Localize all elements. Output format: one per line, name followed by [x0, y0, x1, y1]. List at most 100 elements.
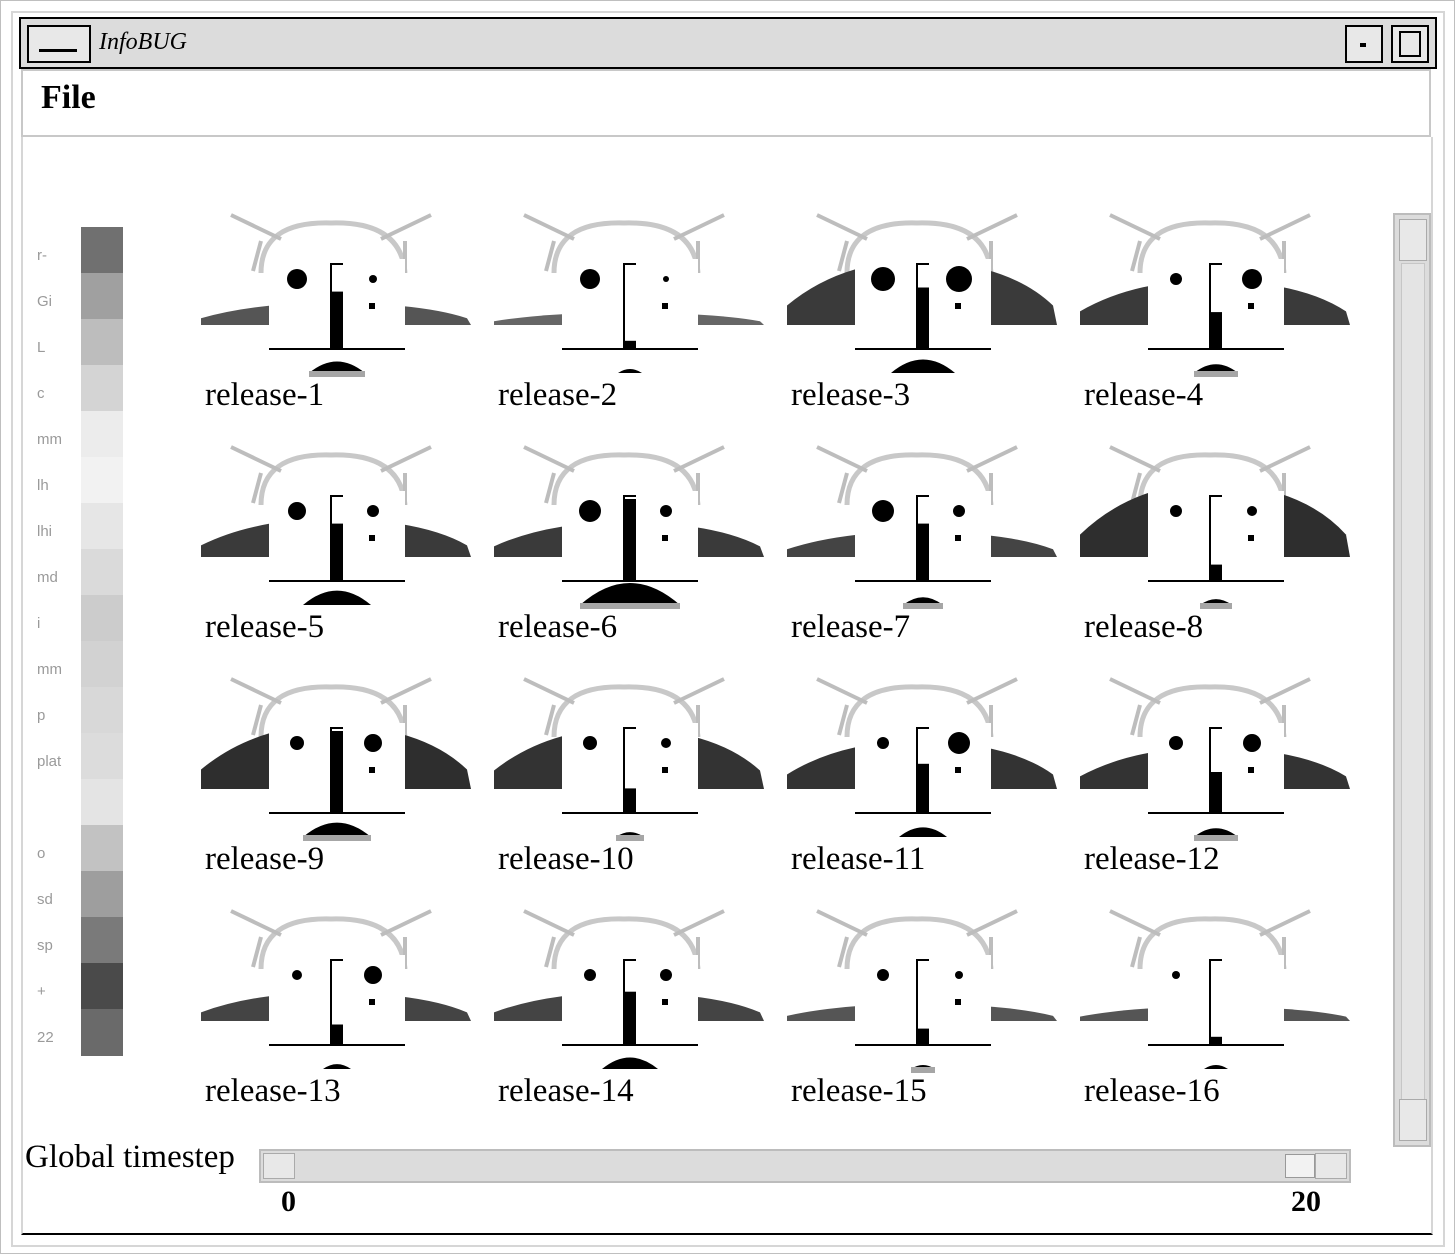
right-eye — [663, 276, 669, 282]
minimize-button[interactable] — [1345, 25, 1383, 63]
title-bar[interactable]: InfoBUG — [19, 17, 1437, 69]
right-dot — [369, 999, 375, 1005]
timestep-right-arrow[interactable] — [1315, 1153, 1347, 1179]
release-glyph[interactable]: release-12 — [1070, 665, 1360, 895]
release-glyph[interactable]: release-7 — [777, 433, 1067, 663]
timestep-slider-thumb[interactable] — [1285, 1154, 1315, 1178]
head — [1148, 955, 1284, 1045]
scroll-up-arrow[interactable] — [1399, 219, 1427, 261]
right-wing — [985, 747, 1057, 789]
beard-bar — [616, 835, 644, 841]
right-wing — [985, 1006, 1057, 1021]
right-eye — [660, 969, 672, 981]
legend-swatch — [81, 503, 123, 550]
color-legend — [81, 227, 123, 1056]
right-wing — [399, 733, 471, 789]
left-wing — [1080, 753, 1148, 789]
legend-swatch — [81, 963, 123, 1010]
beard — [891, 359, 955, 373]
release-name: release-3 — [791, 377, 911, 413]
right-dot — [1248, 535, 1254, 541]
metric-bar — [1210, 564, 1222, 581]
right-dot — [955, 535, 961, 541]
release-name: release-10 — [498, 841, 634, 877]
right-wing — [399, 305, 471, 325]
minimize-icon — [1360, 43, 1366, 47]
antenna-branches — [816, 213, 1018, 273]
legend-swatch — [81, 1009, 123, 1056]
bug-glyph — [787, 677, 1057, 837]
left-wing — [1080, 493, 1148, 557]
release-glyph[interactable]: release-1 — [191, 201, 481, 431]
beard — [1194, 828, 1238, 837]
release-glyph[interactable]: release-16 — [1070, 897, 1360, 1127]
legend-label: mm — [37, 431, 62, 448]
left-eye — [580, 269, 600, 289]
scroll-down-arrow[interactable] — [1399, 1099, 1427, 1141]
legend-label: sd — [37, 891, 53, 908]
right-dot — [369, 303, 375, 309]
right-eye — [367, 505, 379, 517]
release-name: release-12 — [1084, 841, 1220, 877]
legend-label: sp — [37, 937, 53, 954]
legend-swatch — [81, 595, 123, 642]
right-dot — [1248, 767, 1254, 773]
right-eye — [948, 732, 970, 754]
right-dot — [955, 303, 961, 309]
right-wing — [692, 736, 764, 789]
window-menu-button[interactable] — [27, 25, 91, 63]
release-glyph[interactable]: release-6 — [484, 433, 774, 663]
release-glyph[interactable]: release-11 — [777, 665, 1067, 895]
timestep-left-arrow[interactable] — [263, 1153, 295, 1179]
release-glyph[interactable]: release-13 — [191, 897, 481, 1127]
beard-bar — [580, 603, 680, 609]
metric-bar — [917, 523, 929, 581]
antenna-arc — [551, 684, 701, 738]
antenna-branches — [1109, 213, 1311, 273]
vertical-scroll-thumb[interactable] — [1401, 263, 1425, 1125]
antenna-arc — [1137, 452, 1287, 506]
metric-bar — [624, 991, 636, 1045]
release-glyph[interactable]: release-2 — [484, 201, 774, 431]
right-dot — [369, 767, 375, 773]
release-glyph[interactable]: release-4 — [1070, 201, 1360, 431]
release-glyph[interactable]: release-9 — [191, 665, 481, 895]
release-glyph[interactable]: release-15 — [777, 897, 1067, 1127]
beard-bar — [911, 1067, 935, 1073]
antenna-arc — [258, 452, 408, 506]
release-glyph[interactable]: release-3 — [777, 201, 1067, 431]
antenna-branches — [230, 213, 432, 273]
antenna-branches — [523, 445, 725, 505]
legend-label: L — [37, 339, 46, 356]
legend-label: lhi — [37, 523, 53, 540]
right-eye — [1242, 269, 1262, 289]
metric-bar — [331, 1024, 343, 1045]
antenna-branches — [523, 213, 725, 273]
legend-swatch — [81, 273, 123, 320]
bug-glyph — [787, 909, 1057, 1073]
right-eye — [364, 966, 382, 984]
left-wing — [787, 747, 855, 789]
left-eye — [871, 267, 895, 291]
release-glyph[interactable]: release-10 — [484, 665, 774, 895]
maximize-button[interactable] — [1391, 25, 1429, 63]
release-name: release-13 — [205, 1073, 341, 1109]
metric-bar — [331, 731, 343, 813]
right-wing — [692, 314, 764, 325]
antenna-arc — [551, 916, 701, 970]
menu-file[interactable]: File — [41, 79, 96, 116]
legend-swatch — [81, 227, 123, 274]
release-glyph[interactable]: release-5 — [191, 433, 481, 663]
antenna-arc — [844, 684, 994, 738]
legend-swatch — [81, 871, 123, 918]
release-name: release-7 — [791, 609, 911, 645]
release-glyph[interactable]: release-8 — [1070, 433, 1360, 663]
beard — [899, 827, 947, 837]
timestep-slider[interactable] — [259, 1149, 1351, 1183]
timestep-label: Global timestep — [25, 1139, 235, 1175]
right-wing — [1278, 493, 1350, 557]
left-wing — [494, 996, 562, 1021]
release-glyph[interactable]: release-14 — [484, 897, 774, 1127]
vertical-scrollbar[interactable] — [1393, 213, 1431, 1147]
left-wing — [201, 733, 269, 789]
